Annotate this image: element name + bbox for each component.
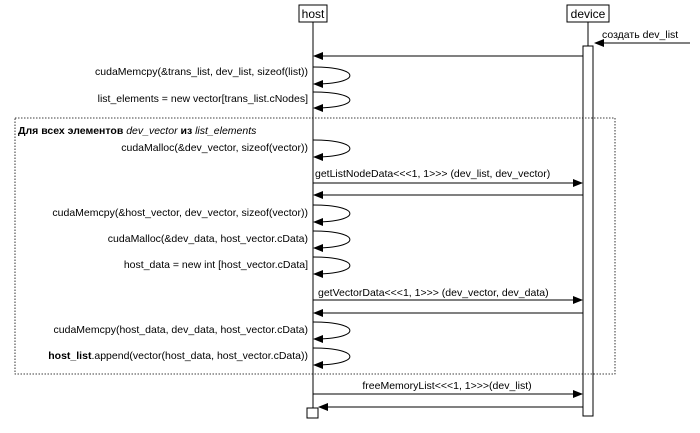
- append-label: host_list.append(vector(host_data, host_…: [48, 350, 308, 362]
- copy-data-label: cudaMemcpy(host_data, dev_data, host_vec…: [54, 324, 308, 336]
- device-activation-bar: [582, 45, 594, 417]
- get-vector-label: getVectorData<<<1, 1>>> (dev_vector, dev…: [318, 287, 549, 299]
- copy-data-arrow: [312, 321, 351, 343]
- create-label: создать dev_list: [602, 29, 678, 41]
- loop-label: Для всех элементов dev_vector из list_el…: [18, 125, 257, 137]
- get-node-label: getListNodeData<<<1, 1>>> (dev_list, dev…: [315, 168, 550, 180]
- trans-copy-label: cudaMemcpy(&trans_list, dev_list, sizeof…: [95, 66, 308, 78]
- alloc-data-label: cudaMalloc(&dev_data, host_vector.cData): [108, 233, 308, 245]
- alloc-vector-arrow: [312, 139, 351, 161]
- append-arrow: [312, 347, 351, 369]
- trans-copy-arrow: [312, 66, 351, 88]
- free-label: freeMemoryList<<<1, 1>>>(dev_list): [362, 380, 531, 392]
- alloc-vector-label: cudaMalloc(&dev_vector, sizeof(vector)): [121, 142, 308, 154]
- host-end-box: [306, 407, 319, 419]
- host-participant-label: host: [302, 7, 325, 21]
- device-participant-label: device: [571, 7, 606, 21]
- new-host-data-label: host_data = new int [host_vector.cData]: [124, 259, 308, 271]
- alloc-data-arrow: [312, 230, 351, 252]
- loop-frame: [14, 117, 616, 375]
- alloc-list-label: list_elements = new vector[trans_list.cN…: [98, 93, 308, 105]
- copy-host-vector-arrow: [312, 204, 351, 226]
- new-host-data-arrow: [312, 256, 351, 278]
- copy-host-vector-label: cudaMemcpy(&host_vector, dev_vector, siz…: [52, 207, 308, 219]
- alloc-list-arrow: [312, 91, 351, 112]
